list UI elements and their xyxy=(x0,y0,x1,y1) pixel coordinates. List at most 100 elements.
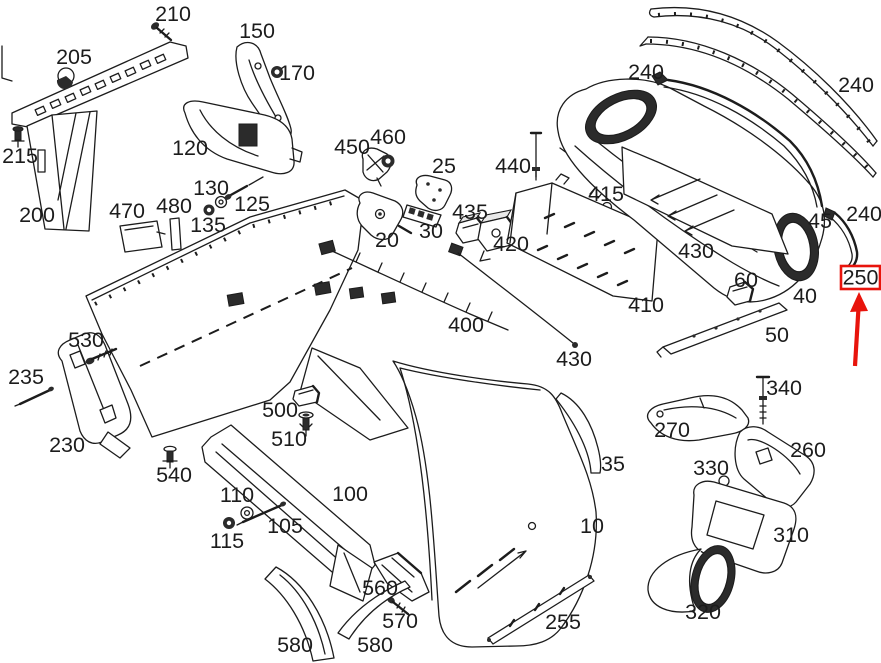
side-strip-35 xyxy=(555,392,602,474)
clip-60 xyxy=(726,280,755,306)
trim-strip-240-middle xyxy=(639,36,877,178)
grommet-icon-205 xyxy=(56,67,75,90)
bracket-560 xyxy=(373,551,430,602)
part-label-255[interactable]: 255 xyxy=(545,610,581,634)
part-label-560[interactable]: 560 xyxy=(362,576,398,600)
part-label-470[interactable]: 470 xyxy=(109,199,145,223)
part-label-270[interactable]: 270 xyxy=(654,418,690,442)
rivet-icon-235 xyxy=(14,386,54,407)
part-label-240[interactable]: 240 xyxy=(846,202,881,226)
part-label-215[interactable]: 215 xyxy=(2,144,38,168)
part-label-150[interactable]: 150 xyxy=(239,19,275,43)
part-label-340[interactable]: 340 xyxy=(766,376,802,400)
bracket-260 xyxy=(734,426,815,508)
grommet-icon-135 xyxy=(203,204,215,216)
bracket-270 xyxy=(647,395,750,442)
part-label-240[interactable]: 240 xyxy=(628,60,664,84)
part-label-130[interactable]: 130 xyxy=(193,176,229,200)
part-label-115[interactable]: 115 xyxy=(210,529,244,553)
wiring-harness-400 xyxy=(318,239,509,331)
part-label-430[interactable]: 430 xyxy=(678,239,714,263)
rear-frame-beam-200 xyxy=(11,41,189,232)
part-label-210[interactable]: 210 xyxy=(155,2,191,26)
rivet-icon-105 xyxy=(236,501,287,526)
part-label-310[interactable]: 310 xyxy=(773,523,809,547)
part-label-100[interactable]: 100 xyxy=(332,482,368,506)
cutoff-part-edge xyxy=(1,45,13,82)
trim-strip-240-lower xyxy=(651,71,824,208)
part-label-580[interactable]: 580 xyxy=(357,633,393,657)
part-label-170[interactable]: 170 xyxy=(279,61,315,85)
bumper-liner-panel xyxy=(85,189,409,441)
cable-430-left xyxy=(448,242,578,348)
part-label-200[interactable]: 200 xyxy=(19,203,55,227)
part-label-25[interactable]: 25 xyxy=(432,154,456,178)
part-label-205[interactable]: 205 xyxy=(56,45,92,69)
part-label-105[interactable]: 105 xyxy=(267,514,303,538)
trim-strip-240-top xyxy=(648,6,878,147)
part-label-580[interactable]: 580 xyxy=(277,633,313,657)
side-bracket-230 xyxy=(57,332,132,459)
diffuser-insert-panel xyxy=(621,146,789,255)
part-label-400[interactable]: 400 xyxy=(448,313,484,337)
part-label-530[interactable]: 530 xyxy=(68,328,104,352)
highlight-arrow-head xyxy=(850,292,868,312)
part-label-435[interactable]: 435 xyxy=(452,200,488,224)
part-label-260[interactable]: 260 xyxy=(790,438,826,462)
part-label-235[interactable]: 235 xyxy=(8,365,44,389)
part-label-50[interactable]: 50 xyxy=(765,323,789,347)
clip-rail-30 xyxy=(402,204,442,228)
plate-470 xyxy=(119,220,166,253)
screw-icon-530 xyxy=(85,347,118,365)
exhaust-cutout-left xyxy=(585,89,657,145)
part-label-35[interactable]: 35 xyxy=(601,452,625,476)
part-label-60[interactable]: 60 xyxy=(734,268,758,292)
trim-strip-580-right xyxy=(337,580,411,640)
part-label-430[interactable]: 430 xyxy=(556,347,592,371)
clip-45 xyxy=(823,207,836,221)
bracket-20 xyxy=(356,191,413,241)
part-label-415[interactable]: 415 xyxy=(588,182,624,206)
lower-beam-100 xyxy=(201,424,376,602)
washer-icon-130 xyxy=(214,195,228,209)
bolt-icon-440 xyxy=(529,131,543,181)
part-label-480[interactable]: 480 xyxy=(156,194,192,218)
part-label-460[interactable]: 460 xyxy=(370,125,406,149)
part-label-20[interactable]: 20 xyxy=(375,228,399,252)
rivet-icon-540 xyxy=(162,445,178,469)
screw-icon-125 xyxy=(224,176,264,200)
grommet-icon-460 xyxy=(381,154,395,168)
part-label-420[interactable]: 420 xyxy=(493,232,529,256)
lower-trim-strip-50 xyxy=(656,302,788,358)
clip-500 xyxy=(292,384,321,407)
bolt-icon-340 xyxy=(755,375,771,425)
part-label-330[interactable]: 330 xyxy=(693,456,729,480)
strip-480 xyxy=(169,217,182,251)
pin-icon-215 xyxy=(11,126,25,148)
highlight-box[interactable] xyxy=(839,264,881,291)
part-label-240[interactable]: 240 xyxy=(838,73,874,97)
part-label-500[interactable]: 500 xyxy=(262,398,298,422)
part-label-540[interactable]: 540 xyxy=(156,463,192,487)
part-label-110[interactable]: 110 xyxy=(220,483,254,507)
highlight-part-label[interactable]: 250 xyxy=(843,266,879,290)
part-label-410[interactable]: 410 xyxy=(628,293,664,317)
part-label-30[interactable]: 30 xyxy=(419,219,443,243)
part-label-450[interactable]: 450 xyxy=(334,135,370,159)
part-label-10[interactable]: 10 xyxy=(580,514,604,538)
part-label-135[interactable]: 135 xyxy=(190,213,226,237)
part-label-320[interactable]: 320 xyxy=(685,600,721,624)
part-label-230[interactable]: 230 xyxy=(49,433,85,457)
part-label-45[interactable]: 45 xyxy=(808,209,832,233)
part-label-570[interactable]: 570 xyxy=(382,609,418,633)
part-label-120[interactable]: 120 xyxy=(172,136,208,160)
screw-icon-210 xyxy=(150,22,173,42)
part-label-40[interactable]: 40 xyxy=(793,284,817,308)
part-label-440[interactable]: 440 xyxy=(495,154,531,178)
part-label-125[interactable]: 125 xyxy=(234,192,270,216)
part-label-510[interactable]: 510 xyxy=(271,427,307,451)
highlight-callout: 250 xyxy=(839,264,881,367)
